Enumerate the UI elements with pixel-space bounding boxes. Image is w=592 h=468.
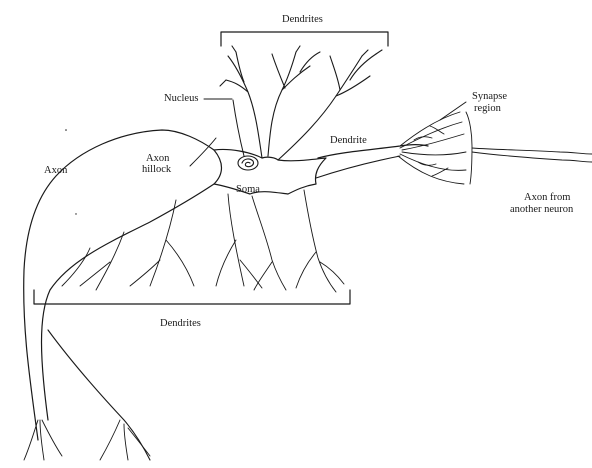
axon-from-label-line1: Axon from bbox=[524, 192, 570, 203]
axon-hillock-label-line1: Axon bbox=[146, 153, 170, 164]
axon-inner-edge bbox=[42, 184, 215, 420]
nucleus-shape bbox=[238, 156, 258, 170]
right-dendrite bbox=[318, 145, 428, 159]
synapse-label-line2: region bbox=[474, 103, 502, 114]
nucleus-label: Nucleus bbox=[164, 93, 198, 104]
bottom-dendrite-trees bbox=[62, 190, 344, 292]
axon-hillock-shape bbox=[24, 130, 214, 440]
bottom-dendrites-bracket bbox=[34, 290, 350, 304]
axon-hillock-leader bbox=[190, 138, 216, 166]
axon-from-label-line2: another neuron bbox=[510, 204, 574, 215]
right-dendrite-lower bbox=[316, 156, 400, 178]
dendrites-bottom-label: Dendrites bbox=[160, 318, 201, 329]
soma-label: Soma bbox=[236, 184, 260, 195]
axon-hillock-label-line2: hillock bbox=[142, 164, 172, 175]
synapse-label-line1: Synapse bbox=[472, 91, 507, 102]
speck bbox=[75, 213, 76, 214]
soma-body bbox=[214, 149, 326, 194]
axon-terminals bbox=[24, 420, 150, 460]
nucleus-leader-line bbox=[233, 100, 244, 156]
axon-label: Axon bbox=[44, 165, 68, 176]
synapse-region-fibers bbox=[398, 112, 592, 184]
top-dendrites-bracket bbox=[221, 32, 388, 46]
dendrite-label: Dendrite bbox=[330, 135, 367, 146]
synapse-label-pointer bbox=[440, 102, 466, 120]
axon-branch-right bbox=[48, 330, 150, 460]
dendrites-top-label: Dendrites bbox=[282, 14, 323, 25]
speck bbox=[65, 129, 67, 131]
